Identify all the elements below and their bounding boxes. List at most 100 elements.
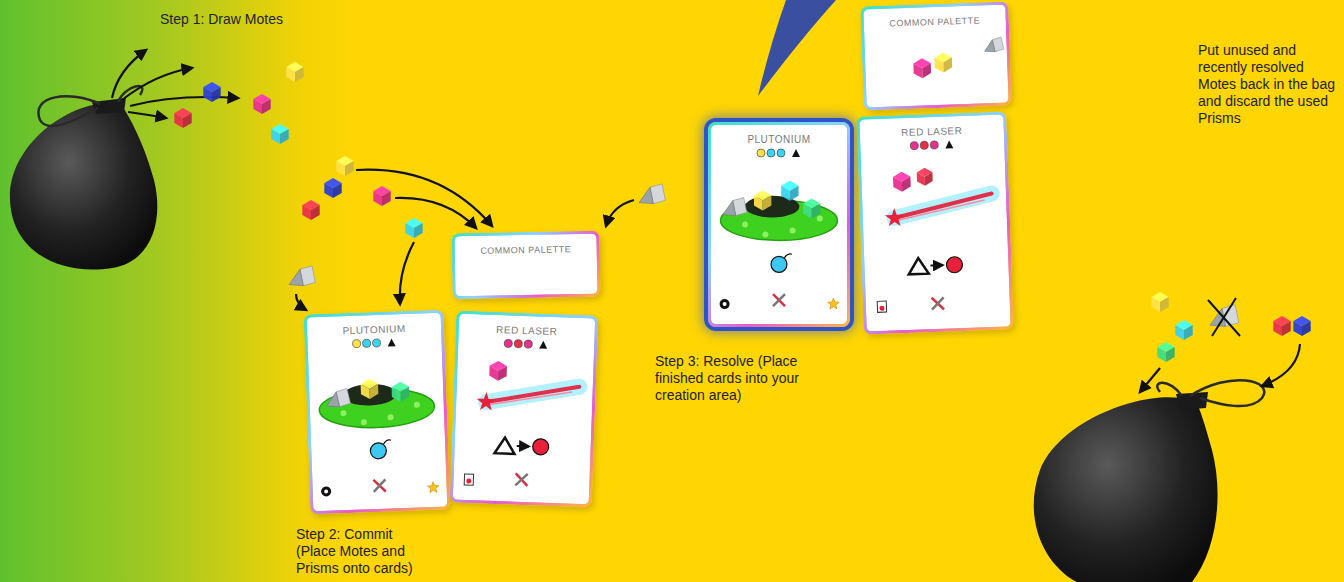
illustration-part xyxy=(321,486,331,496)
mote-cube xyxy=(405,218,422,238)
illustration-part xyxy=(930,264,942,266)
illustration-part xyxy=(414,223,423,238)
illustration-part xyxy=(777,149,785,157)
illustration-part xyxy=(930,141,938,149)
mote-cube xyxy=(174,108,191,128)
mote-cube xyxy=(360,379,378,400)
illustration-part xyxy=(514,340,522,348)
card-art xyxy=(859,115,1010,332)
mote-cube xyxy=(373,186,390,206)
illustration-part xyxy=(946,256,963,273)
illustration-part xyxy=(486,384,579,406)
illustration-part xyxy=(762,231,768,237)
illustration-part xyxy=(203,87,212,102)
mote-cube xyxy=(754,191,771,211)
illustration-part xyxy=(1190,380,1264,406)
step-label: Step 3: Resolve (Place finished cards in… xyxy=(655,353,840,404)
illustration-part xyxy=(877,301,886,312)
illustration-part xyxy=(784,254,792,258)
illustration-part xyxy=(1034,397,1218,582)
mote-cube xyxy=(917,167,933,186)
illustration-part xyxy=(324,489,328,493)
card-title-row: PLUTONIUM xyxy=(307,313,442,339)
illustration-part xyxy=(324,183,333,198)
flow-arrow xyxy=(112,50,146,98)
illustration-part xyxy=(932,297,944,309)
mote-cube xyxy=(324,178,341,198)
card-title: PLUTONIUM xyxy=(342,323,406,336)
mote-cube xyxy=(489,361,507,382)
game-card: COMMON PALETTE xyxy=(860,1,1012,110)
illustration-part xyxy=(894,200,985,221)
illustration-part xyxy=(757,149,765,157)
game-card: RED LASER xyxy=(856,111,1014,334)
illustration-part xyxy=(392,387,401,402)
illustration-part xyxy=(902,176,911,191)
illustration-part xyxy=(1151,297,1160,312)
illustration-part xyxy=(790,227,796,233)
flow-arrow xyxy=(395,198,476,228)
illustration-part xyxy=(183,113,192,128)
illustration-part xyxy=(763,196,772,211)
card-title: PLUTONIUM xyxy=(747,134,810,145)
illustration-part xyxy=(326,392,340,407)
prism xyxy=(723,198,747,216)
game-card: PLUTONIUM xyxy=(304,310,451,515)
illustration-part xyxy=(879,306,884,311)
illustration-part xyxy=(767,149,775,157)
mote-bag xyxy=(1034,380,1265,582)
card-illustration xyxy=(872,139,996,312)
illustration-part xyxy=(262,99,271,114)
illustration-part xyxy=(92,98,126,114)
mote-cube xyxy=(391,381,409,402)
illustration-part xyxy=(372,339,380,347)
illustration-part xyxy=(414,402,420,408)
illustration-part xyxy=(382,191,391,206)
mote-cube xyxy=(1273,316,1290,336)
flow-arrow xyxy=(606,200,634,226)
illustration-part xyxy=(790,186,799,201)
illustration-part xyxy=(723,302,727,306)
illustration-part xyxy=(10,104,157,270)
illustration-part xyxy=(1302,321,1311,336)
illustration-part xyxy=(253,99,262,114)
illustration-part xyxy=(302,205,311,220)
card-title-row: COMMON PALETTE xyxy=(454,234,596,258)
illustration-part xyxy=(1184,325,1193,340)
flow-arrow xyxy=(128,112,166,118)
illustration-part xyxy=(515,473,527,485)
prism xyxy=(639,184,665,204)
illustration-part xyxy=(361,419,367,425)
illustration-part xyxy=(539,340,547,348)
mote-cube xyxy=(913,58,931,79)
illustration-part xyxy=(917,172,925,186)
illustration-part xyxy=(280,129,289,144)
illustration-part xyxy=(464,474,473,485)
illustration-part xyxy=(1175,325,1184,340)
illustration-part xyxy=(476,392,496,411)
card-title: RED LASER xyxy=(901,125,963,138)
illustration-part xyxy=(362,339,370,347)
illustration-part xyxy=(174,113,183,128)
mote-cube xyxy=(253,94,270,114)
card-illustration xyxy=(720,149,840,309)
illustration-part xyxy=(885,208,905,227)
step-label: Step 2: Commit (Place Motes and Prisms o… xyxy=(296,526,431,577)
prism xyxy=(289,266,315,286)
illustration-part xyxy=(486,384,579,406)
illustration-part xyxy=(373,479,385,491)
card-art xyxy=(453,314,595,505)
mote-cube xyxy=(1157,342,1174,362)
illustration-part xyxy=(504,339,512,347)
flow-arrow xyxy=(130,97,238,106)
illustration-part xyxy=(311,205,320,220)
illustration-part xyxy=(925,172,933,186)
game-card: COMMON PALETTE xyxy=(451,231,600,300)
flow-arrow xyxy=(400,242,414,304)
mote-cube xyxy=(302,200,319,220)
illustration-part xyxy=(720,299,730,309)
illustration-part xyxy=(373,191,382,206)
card-art xyxy=(454,234,597,296)
illustration-part xyxy=(771,256,787,272)
mote-cube xyxy=(271,124,288,144)
